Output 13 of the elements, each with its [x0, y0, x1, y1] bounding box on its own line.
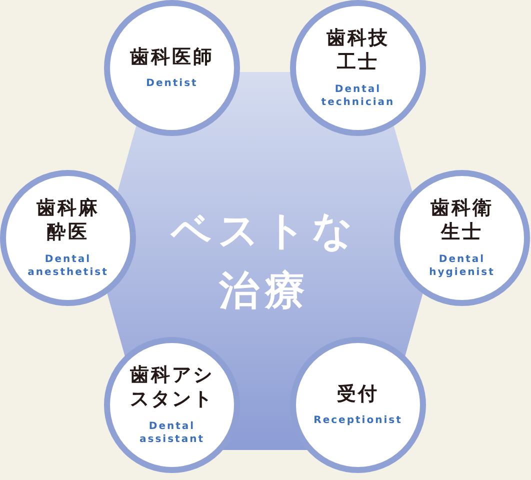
role-name: 歯科衛生士: [430, 197, 494, 245]
role-name-english: Dentist: [146, 77, 198, 90]
role-name: 歯科技工士: [326, 27, 390, 75]
role-name: 歯科アシスタント: [129, 364, 215, 412]
role-name: 歯科麻酔医: [36, 197, 100, 245]
role-name: 歯科医師: [130, 46, 214, 70]
role-name-english: Dental hygienist: [428, 252, 496, 279]
center-title: ベストな治療: [170, 207, 360, 316]
role-name-english: Dental assistant: [138, 420, 206, 446]
role-name-english: Dental technician: [320, 82, 396, 109]
role-name-english: Dental anesthetist: [26, 252, 110, 279]
role-name-english: Receptionist: [314, 414, 402, 428]
role-name: 受付: [337, 382, 379, 406]
